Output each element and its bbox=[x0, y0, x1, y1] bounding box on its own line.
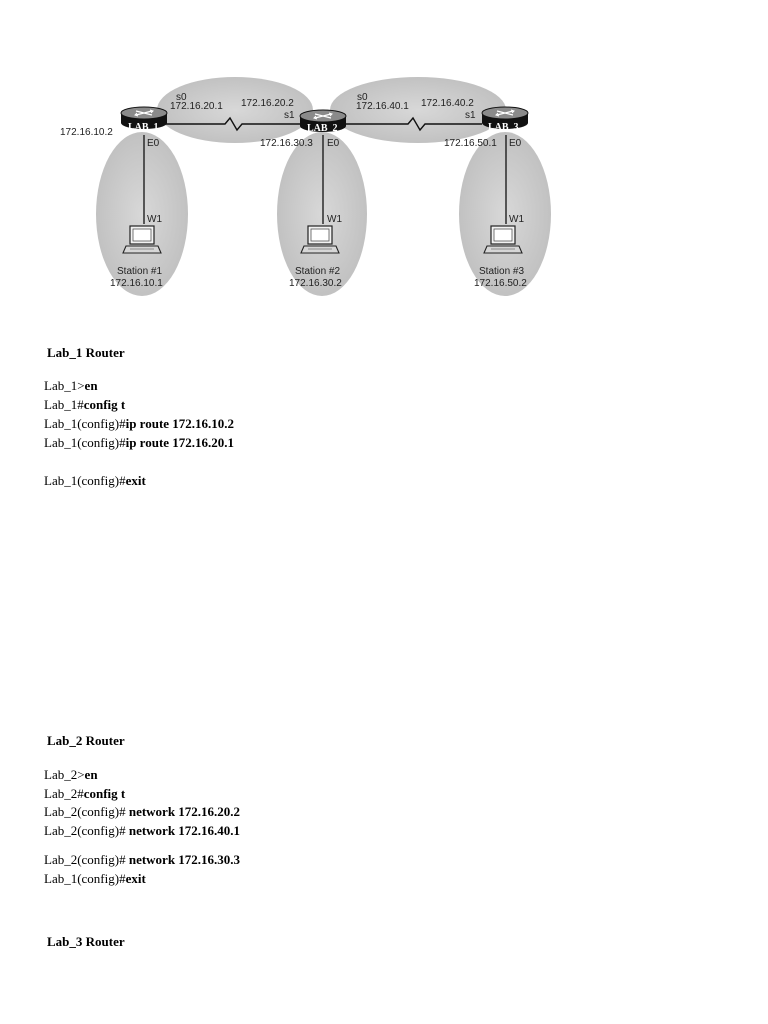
config-line: Lab_1#config t bbox=[44, 397, 126, 412]
lab2-s1-ip: 172.16.20.2 bbox=[241, 98, 294, 109]
config-line: Lab_2#config t bbox=[44, 786, 126, 801]
config-line: Lab_2>en bbox=[44, 767, 98, 782]
lab1-e0-ip: 172.16.10.2 bbox=[60, 127, 113, 138]
station-1-iface: W1 bbox=[147, 214, 162, 225]
station-3-name: Station #3 bbox=[479, 266, 524, 277]
wan-link-cloud-1 bbox=[157, 77, 313, 143]
station-2-name: Station #2 bbox=[295, 266, 340, 277]
station-3-ip: 172.16.50.2 bbox=[474, 278, 527, 289]
lan-cloud-2 bbox=[277, 132, 367, 296]
lab3-e0-label: E0 bbox=[509, 138, 522, 149]
lab1-s0-label: s0 bbox=[176, 92, 187, 103]
station-2-iface: W1 bbox=[327, 214, 342, 225]
lab1-s0-ip: 172.16.20.1 bbox=[170, 101, 223, 112]
serial-link-1 bbox=[165, 116, 302, 132]
config-line: Lab_1(config)#ip route 172.16.20.1 bbox=[44, 435, 235, 450]
lab3-s1-ip: 172.16.40.2 bbox=[421, 98, 474, 109]
lan-cloud-1 bbox=[96, 132, 188, 296]
router-label-lab-3: LAB_3 bbox=[488, 122, 519, 133]
config-line: Lab_2(config)# network 172.16.40.1 bbox=[44, 823, 241, 838]
lab3-e0-ip: 172.16.50.1 bbox=[444, 138, 497, 149]
config-line: Lab_1>en bbox=[44, 378, 98, 393]
config-line: Lab_1(config)#exit bbox=[44, 871, 146, 886]
config-line: Lab_1(config)#ip route 172.16.10.2 bbox=[44, 416, 235, 431]
lab2-s0-label: s0 bbox=[357, 92, 368, 103]
station-1-ip: 172.16.10.1 bbox=[110, 278, 163, 289]
station-1-name: Station #1 bbox=[117, 266, 162, 277]
config-line: Lab_2(config)# network 172.16.20.2 bbox=[44, 804, 241, 819]
lab2-s0-ip: 172.16.40.1 bbox=[356, 101, 409, 112]
wan-link-cloud-2 bbox=[330, 77, 506, 143]
serial-link-2 bbox=[346, 116, 482, 132]
lab1-e0-label: E0 bbox=[147, 138, 160, 149]
station-3-iface: W1 bbox=[509, 214, 524, 225]
lab2-e0-ip: 172.16.30.3 bbox=[260, 138, 313, 149]
lab1-router-heading: Lab_1 Router bbox=[47, 345, 125, 360]
config-line: Lab_2(config)# network 172.16.30.3 bbox=[44, 852, 241, 867]
lab3-router-heading: Lab_3 Router bbox=[47, 934, 125, 949]
lab2-router-heading: Lab_2 Router bbox=[47, 733, 125, 748]
lab3-s1-label: s1 bbox=[465, 110, 476, 121]
router-label-lab-1: LAB_1 bbox=[128, 122, 159, 133]
lab2-e0-label: E0 bbox=[327, 138, 340, 149]
router-label-lab-2: LAB_2 bbox=[307, 123, 338, 134]
lan-cloud-3 bbox=[459, 132, 551, 296]
station-2-ip: 172.16.30.2 bbox=[289, 278, 342, 289]
lab2-s1-label: s1 bbox=[284, 110, 295, 121]
network-diagram: LAB_1 LAB_2 LAB_3 s0 172.16.20.1 172.16.… bbox=[60, 77, 551, 296]
config-line: Lab_1(config)#exit bbox=[44, 473, 146, 488]
